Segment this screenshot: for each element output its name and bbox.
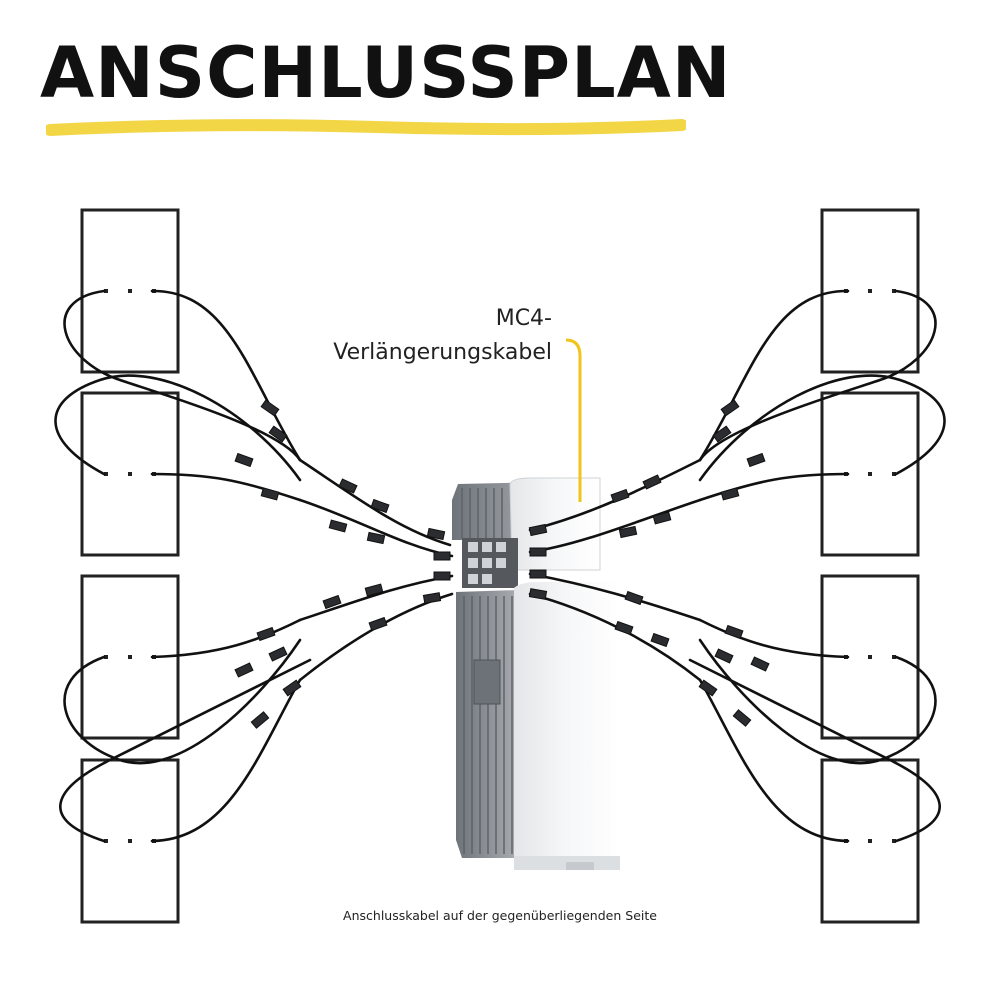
- cable-network: [54, 289, 946, 843]
- mc4-extension-callout: MC4- Verlängerungskabel: [333, 302, 552, 370]
- left-panel-column: [80, 208, 180, 924]
- callout-line-2: Verlängerungskabel: [333, 340, 552, 365]
- right-panel-column: [820, 208, 920, 924]
- callout-pointer-line: [565, 338, 582, 502]
- page-title: ANSCHLUSSPLAN: [40, 32, 732, 114]
- inverter-device: [452, 477, 620, 870]
- mc4-connectors: [234, 399, 770, 729]
- callout-line-1: MC4-: [495, 306, 552, 331]
- footer-note: Anschlusskabel auf der gegenüberliegende…: [343, 908, 657, 923]
- title-highlight-stroke: [46, 119, 686, 136]
